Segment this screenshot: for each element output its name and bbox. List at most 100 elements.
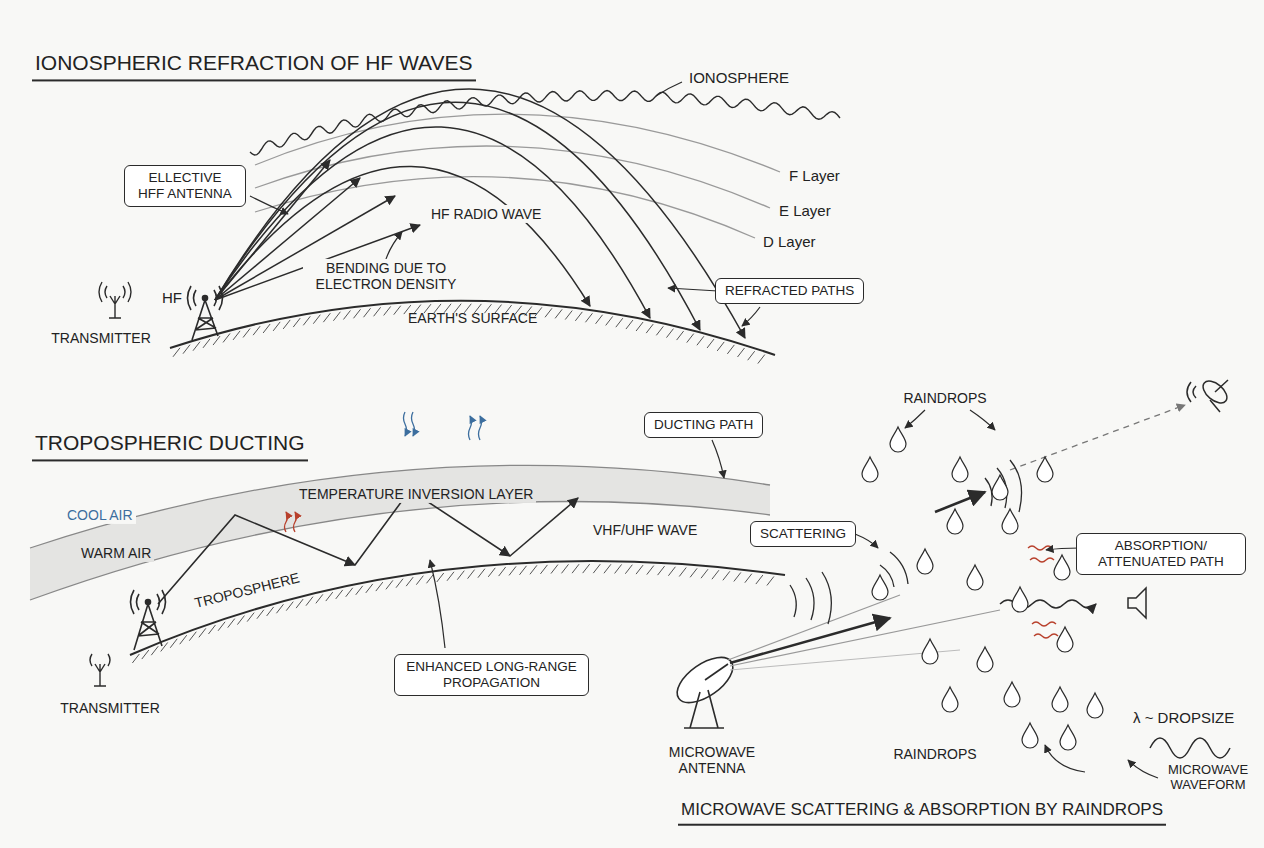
callout-box: ENHANCED LONG-RANGE PROPAGATION	[394, 654, 589, 696]
leader-lines	[1046, 548, 1080, 550]
transmitter-tower	[203, 296, 208, 301]
panel-heading: TROPOSPHERIC DUCTING	[32, 430, 308, 461]
ground-hatch	[478, 569, 485, 578]
antenna-icon	[90, 654, 110, 666]
ground-hatch	[313, 315, 320, 324]
earth-surface	[130, 561, 785, 655]
leader-lines	[970, 410, 995, 430]
ground-hatch	[656, 326, 663, 335]
ionosphere-layers	[255, 114, 780, 238]
ground-hatch	[585, 313, 592, 322]
ground-hatch	[767, 576, 774, 585]
ground-hatch	[447, 572, 454, 581]
microwave-beams	[1010, 405, 1185, 470]
raindrop	[1054, 555, 1070, 580]
annotation-label: E Layer	[776, 201, 834, 220]
ground-hatch	[604, 564, 611, 573]
heat-squiggles	[1034, 634, 1058, 638]
raindrop	[947, 509, 963, 534]
ground-hatch	[199, 628, 206, 637]
ground-hatch	[658, 566, 665, 575]
ground-hatch	[386, 580, 393, 589]
heat-squiggles	[1028, 546, 1058, 638]
ground-hatch	[354, 309, 361, 318]
annotation-label: TEMPERATURE INVERSION LAYER	[296, 485, 536, 503]
raindrop	[1057, 627, 1073, 652]
callout-text: REFRACTED PATHS	[725, 283, 854, 299]
ground-hatch	[336, 590, 343, 599]
ground-hatch	[551, 565, 558, 574]
hf-rays	[215, 89, 745, 338]
ground-hatch	[756, 575, 763, 584]
ground-hatch	[267, 607, 274, 616]
callout-box: DUCTING PATH	[644, 412, 763, 438]
ground-hatch	[228, 619, 235, 628]
annotation-label: F Layer	[786, 166, 843, 185]
ground-hatch	[666, 329, 673, 338]
ground-hatch	[615, 564, 622, 573]
callout-text: SCATTERING	[760, 526, 846, 542]
raindrop	[1087, 693, 1103, 718]
air-flow-arrows	[479, 416, 482, 440]
scatter-arcs	[806, 578, 814, 620]
raindrop	[952, 457, 968, 482]
callout-box: REFRACTED PATHS	[715, 278, 864, 304]
ground-hatch	[416, 576, 423, 585]
ground-hatch	[636, 565, 643, 574]
antenna-icon	[99, 282, 131, 302]
ground-hatch	[668, 567, 675, 576]
ground-hatch	[180, 635, 187, 644]
leader-lines	[905, 410, 925, 428]
callout-box: ABSORPTION/ ATTENUATED PATH	[1076, 533, 1246, 575]
annotation-label: HF	[159, 288, 185, 307]
ground-hatch	[499, 567, 506, 576]
ground-hatch	[142, 650, 149, 659]
ground-hatch	[738, 348, 745, 357]
air-flow-arrows	[294, 512, 297, 532]
annotation-label: HF RADIO WAVE	[428, 205, 544, 223]
microwave-dish	[684, 690, 724, 728]
ground-hatch	[745, 574, 752, 583]
ground-hatch	[173, 348, 180, 357]
ground-hatch	[253, 326, 260, 335]
ground-hatch	[151, 646, 158, 655]
ground-hatch	[723, 571, 730, 580]
ground-hatch	[183, 345, 190, 354]
hf-rays	[215, 102, 700, 330]
ground-hatch	[572, 564, 579, 573]
callout-text: ELLECTIVE HFF ANTENNA	[134, 170, 236, 202]
ground-hatch	[626, 320, 633, 329]
ground-hatch	[427, 574, 434, 583]
raindrop	[967, 565, 983, 590]
ground-hatch	[697, 336, 704, 345]
ground-hatch	[437, 573, 444, 582]
microwave-waveform	[1150, 738, 1230, 758]
annotation-label: D Layer	[760, 232, 819, 251]
ground-hatch	[488, 568, 495, 577]
raindrop	[977, 647, 993, 672]
callout-text: DUCTING PATH	[654, 417, 753, 433]
ground-hatch	[636, 322, 643, 331]
inversion-band	[30, 465, 770, 548]
transmitter-tower	[188, 286, 223, 340]
leader-lines	[250, 82, 760, 326]
ground-hatch	[374, 307, 381, 316]
satellite-icon	[1187, 377, 1231, 412]
ground-hatch	[257, 610, 264, 619]
ground-hatch	[561, 564, 568, 573]
ground-hatch	[286, 602, 293, 611]
ground-hatch	[189, 632, 196, 641]
air-flow-arrows	[412, 412, 415, 436]
raindrop	[1012, 587, 1028, 612]
microwave-waveform	[1150, 738, 1230, 758]
ground-hatch	[243, 328, 250, 337]
microwave-beams	[730, 618, 890, 663]
inversion-band	[30, 501, 770, 600]
heat-squiggles	[1032, 622, 1056, 626]
ground-hatch	[583, 564, 590, 573]
callout-text: ENHANCED LONG-RANGE PROPAGATION	[404, 659, 579, 691]
heat-squiggles	[1030, 558, 1054, 562]
ground-hatch	[233, 331, 240, 340]
annotation-label: MICROWAVE ANTENNA	[659, 743, 765, 777]
transmitter-tower	[146, 600, 151, 605]
